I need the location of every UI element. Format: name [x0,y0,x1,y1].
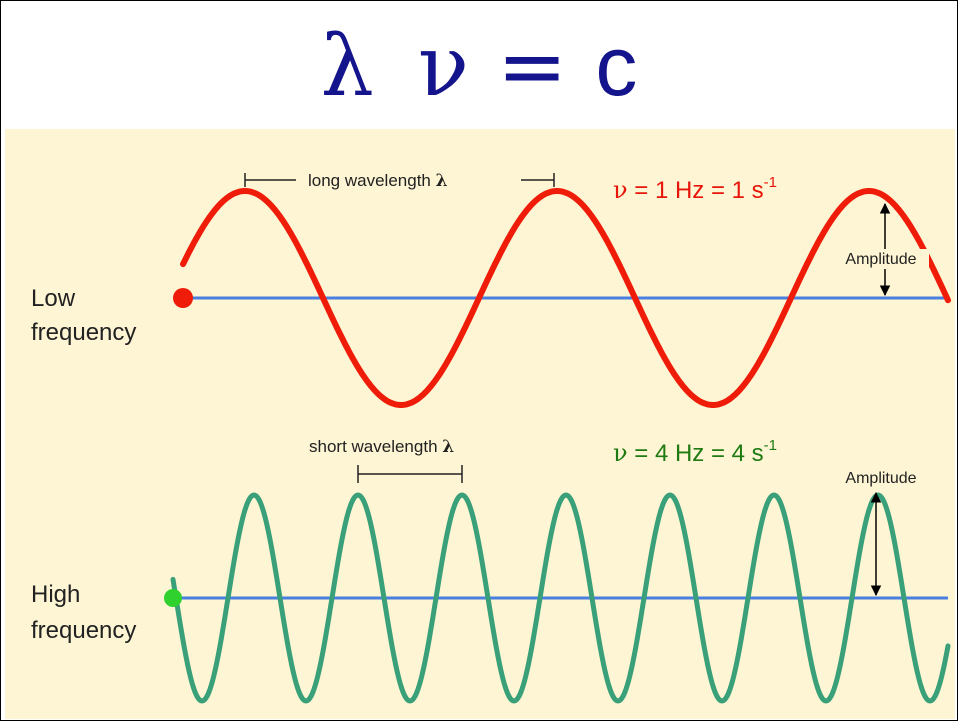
low-frequency-start-dot [173,288,193,308]
low-frequency-label-line1: Low [31,285,76,312]
short-wavelength-bracket [357,465,463,483]
lambda-symbol: λ [320,17,374,115]
low-frequency-formula: ν = 1 Hz = 1 s-1 [613,174,777,204]
low-frequency-wave [180,188,951,408]
c-symbol: c [595,19,638,113]
long-wavelength-bracket [244,173,555,187]
short-wavelength-label: short wavelength λ [309,437,454,457]
long-wavelength-label: long wavelength λ [308,171,448,191]
nu-symbol: ν [417,17,469,115]
high-frequency-wave [170,492,951,704]
low-frequency-label-line2: frequency [31,319,136,346]
low-amplitude-label-bg [833,249,929,269]
high-frequency-start-dot [164,589,182,607]
high-frequency-label-line2: frequency [31,617,136,644]
high-frequency-formula: ν = 4 Hz = 4 s-1 [613,437,777,467]
high-amplitude-label: Amplitude [845,470,916,487]
wave-diagram-panel [5,129,955,719]
low-amplitude-label: Amplitude [845,251,916,268]
equals-sign: = [496,17,568,115]
high-frequency-label-line1: High [31,581,80,608]
